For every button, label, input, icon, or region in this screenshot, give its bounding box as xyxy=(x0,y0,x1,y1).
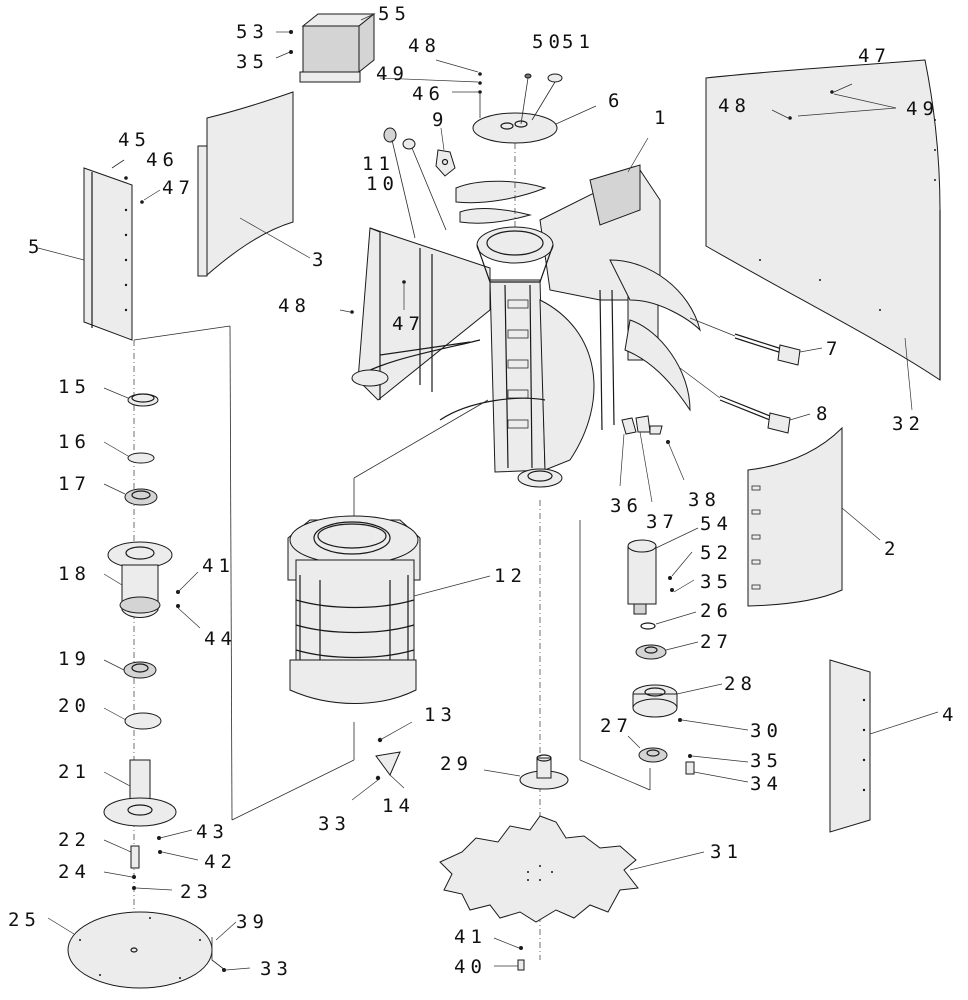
callout-8: 8 xyxy=(816,403,832,425)
callout-28: 28 xyxy=(724,673,757,695)
callout-27: 27 xyxy=(700,631,733,653)
panel-4 xyxy=(829,659,939,833)
callout-47c: 47 xyxy=(858,45,891,67)
callout-48b: 48 xyxy=(278,295,311,317)
callout-47b: 47 xyxy=(392,313,425,335)
callout-25: 25 xyxy=(8,909,41,931)
callout-17: 17 xyxy=(58,473,91,495)
callout-41: 41 xyxy=(454,926,487,948)
callout-15: 15 xyxy=(58,376,91,398)
callout-54: 54 xyxy=(700,513,733,535)
callout-55: 55 xyxy=(378,3,411,25)
callout-46: 46 xyxy=(146,149,179,171)
callout-13: 13 xyxy=(424,704,457,726)
callout-10: 10 xyxy=(366,173,399,195)
panel-2 xyxy=(747,426,881,607)
callout-38: 38 xyxy=(688,489,721,511)
panel-5 xyxy=(37,167,133,341)
parts-13-14 xyxy=(231,721,413,821)
disc-25 xyxy=(47,911,251,989)
callout-52: 52 xyxy=(700,542,733,564)
callout-labels: 1 2 3 4 5 6 7 8 9 10 11 12 13 14 15 16 1… xyxy=(8,3,958,980)
callout-48c: 48 xyxy=(718,95,751,117)
callout-18: 18 xyxy=(58,563,91,585)
callout-53: 53 xyxy=(236,21,269,43)
callout-35b: 35 xyxy=(700,571,733,593)
callout-48: 48 xyxy=(408,35,441,57)
callout-49b: 49 xyxy=(906,98,939,120)
shaft-stack-left xyxy=(103,325,233,950)
callout-44: 44 xyxy=(204,628,237,650)
callout-35: 35 xyxy=(236,51,269,73)
plate-6 xyxy=(379,59,597,228)
callout-24: 24 xyxy=(58,861,91,883)
callout-27b: 27 xyxy=(600,715,633,737)
callout-32: 32 xyxy=(892,413,925,435)
callout-33b: 33 xyxy=(260,958,293,980)
callout-49: 49 xyxy=(376,63,409,85)
panel-3 xyxy=(197,91,311,277)
callout-6: 6 xyxy=(608,90,624,112)
callout-35c: 35 xyxy=(750,750,783,772)
callout-7: 7 xyxy=(826,338,842,360)
callout-4: 4 xyxy=(942,704,958,726)
callout-50: 50 xyxy=(532,31,565,53)
callout-21: 21 xyxy=(58,761,91,783)
callout-30: 30 xyxy=(750,720,783,742)
callout-37: 37 xyxy=(646,511,679,533)
shield-32 xyxy=(705,59,941,411)
callout-5: 5 xyxy=(28,236,44,258)
callout-39: 39 xyxy=(236,911,269,933)
fasteners-48-47-mid xyxy=(339,280,406,314)
callout-31: 31 xyxy=(710,841,743,863)
callout-41b: 41 xyxy=(202,555,235,577)
center-drive-stack xyxy=(439,415,749,971)
callout-23: 23 xyxy=(180,881,213,903)
callout-42: 42 xyxy=(204,851,237,873)
callout-51: 51 xyxy=(562,31,595,53)
fasteners-45-46-47 xyxy=(111,159,161,204)
callout-20: 20 xyxy=(58,695,91,717)
callout-19: 19 xyxy=(58,648,91,670)
motor-box-55 xyxy=(275,12,376,83)
callout-40: 40 xyxy=(454,956,487,978)
callout-11: 11 xyxy=(362,153,395,175)
callout-26: 26 xyxy=(700,600,733,622)
callout-47: 47 xyxy=(162,177,195,199)
callout-45: 45 xyxy=(118,129,151,151)
callout-12: 12 xyxy=(494,565,527,587)
bolts-7-8 xyxy=(679,317,823,434)
cage-12 xyxy=(287,399,491,704)
parts-9-10-11 xyxy=(383,127,456,239)
callout-33: 33 xyxy=(318,813,351,835)
callout-16: 16 xyxy=(58,431,91,453)
callout-34: 34 xyxy=(750,773,783,795)
callout-22: 22 xyxy=(58,829,91,851)
hub-frame xyxy=(351,137,701,488)
callout-9: 9 xyxy=(432,109,448,131)
callout-29: 29 xyxy=(440,753,473,775)
callout-36: 36 xyxy=(610,495,643,517)
callout-2: 2 xyxy=(884,538,900,560)
callout-3: 3 xyxy=(312,249,328,271)
callout-1: 1 xyxy=(654,107,670,129)
callout-43: 43 xyxy=(196,821,229,843)
callout-14: 14 xyxy=(382,795,415,817)
callout-46b: 46 xyxy=(412,83,445,105)
